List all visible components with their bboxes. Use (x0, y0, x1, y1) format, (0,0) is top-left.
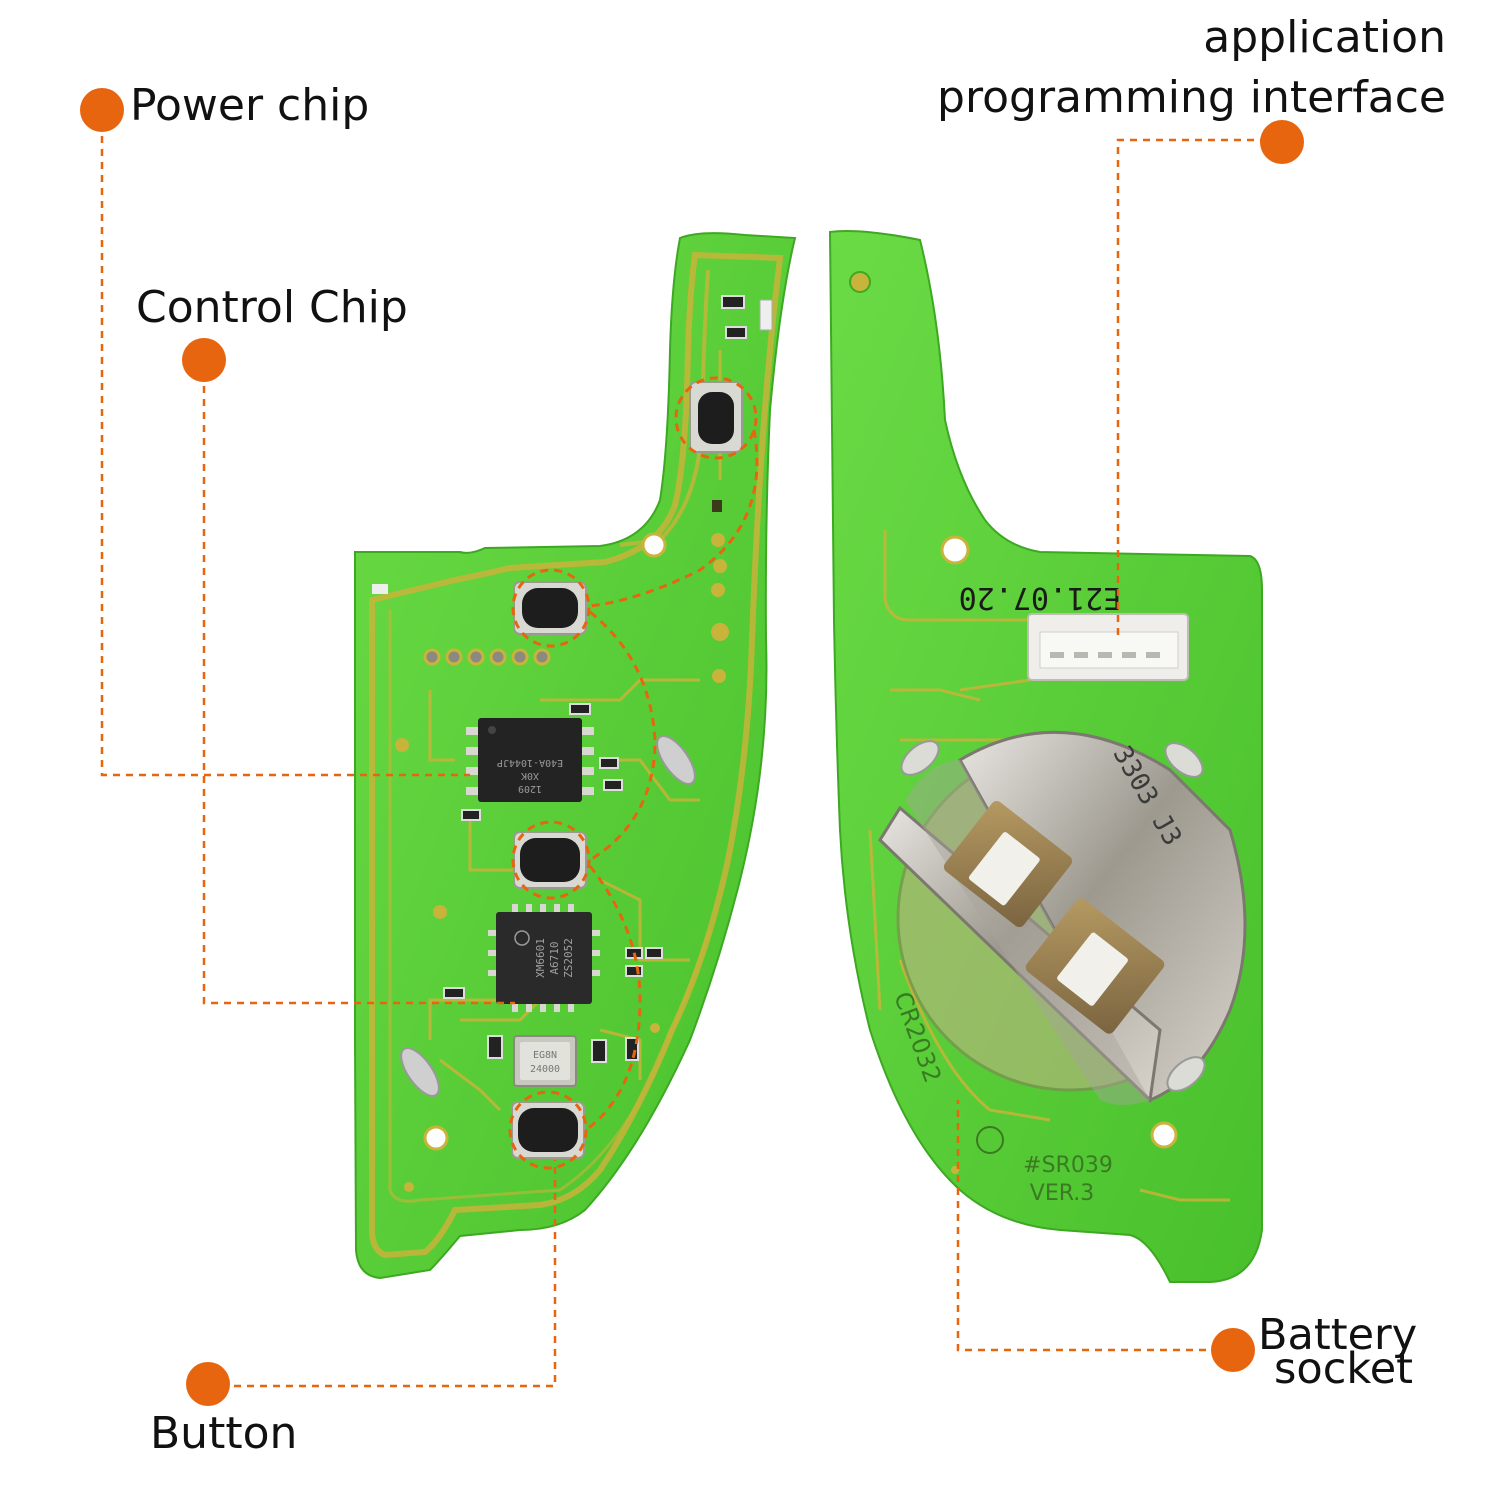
battery-contact-pad (1025, 898, 1165, 1034)
back-hole-bottom (1150, 1121, 1178, 1149)
button-dot (186, 1362, 230, 1406)
crystal-marking: EG8N (533, 1050, 557, 1061)
crystal-marking: 24000 (530, 1064, 560, 1075)
front-tactile-button-1 (689, 381, 743, 453)
front-hole-bottom-right (650, 1023, 660, 1033)
power-chip-ic: E40A-1044JP X0K 1209 (466, 718, 594, 802)
crystal-oscillator: EG8N 24000 (513, 1035, 577, 1087)
logo-mark (976, 1126, 1004, 1154)
front-smd-resistor (725, 326, 747, 339)
power-chip-marking: X0K (521, 770, 539, 781)
front-tactile-button-2 (513, 581, 587, 635)
api-dot (1260, 120, 1304, 164)
front-via (433, 905, 447, 919)
front-test-pads (711, 533, 729, 683)
back-pcb-board: E21.07.20 3303 J3 (828, 230, 1263, 1283)
power-chip-marking: 1209 (518, 783, 542, 794)
battery-contact-pad (943, 800, 1073, 928)
back-hole-mid (940, 535, 970, 565)
control-chip-leader (202, 360, 515, 1005)
button-label: Button (150, 1408, 298, 1459)
front-solder-blob (656, 735, 696, 785)
front-smd-led (759, 299, 773, 331)
board-model-marking: #SR039 (1023, 1153, 1113, 1178)
power-chip-label: Power chip (130, 80, 370, 131)
button-highlight-links (585, 429, 759, 1132)
control-chip-marking: XM6601 (534, 938, 547, 978)
front-hole-top (641, 532, 667, 558)
button-highlight-circles (508, 376, 758, 1170)
front-tactile-button-3 (513, 831, 587, 889)
api-leader (1116, 138, 1280, 640)
front-lower-trace (388, 610, 712, 1203)
front-via (404, 1182, 414, 1192)
control-chip-marking: ZS2052 (562, 938, 575, 978)
api-connector (1027, 613, 1189, 681)
control-chip-ic: XM6601 A6710 ZS2052 (488, 904, 600, 1012)
control-chip-label: Control Chip (136, 282, 408, 333)
battery-holder: 3303 J3 (878, 730, 1247, 1105)
control-chip-marking: A6710 (548, 941, 561, 974)
front-smd-resistor (721, 295, 745, 309)
control-chip-dot (182, 338, 226, 382)
button-leader (208, 1160, 557, 1388)
api-label-line1: application (1203, 12, 1446, 63)
back-hole-top-left (849, 271, 871, 293)
front-pcb-board: E40A-1044JP X0K 1209 XM6601 A6710 ZS (353, 232, 797, 1280)
front-solder-blob (400, 1047, 440, 1097)
battery-label-line2: socket (1274, 1344, 1414, 1394)
front-hole-bottom-left (423, 1125, 449, 1151)
api-label-line2: programming interface (937, 72, 1446, 123)
front-tactile-button-4 (511, 1101, 585, 1159)
power-chip-leader (100, 110, 470, 777)
callout-dots (80, 88, 1304, 1406)
power-chip-dot (80, 88, 124, 132)
battery-label-line1: Battery (1258, 1310, 1418, 1360)
battery-leader (956, 1100, 1232, 1352)
front-smd-pad (712, 500, 722, 512)
back-date-code: E21.07.20 (959, 580, 1122, 615)
leader-lines (100, 110, 1280, 1388)
front-via (395, 738, 409, 752)
power-chip-marking: E40A-1044JP (497, 757, 563, 768)
battery-dot (1211, 1328, 1255, 1372)
front-pin-header (423, 648, 551, 666)
front-outline-trace (369, 251, 784, 1259)
board-version-marking: VER.3 (1030, 1181, 1094, 1206)
